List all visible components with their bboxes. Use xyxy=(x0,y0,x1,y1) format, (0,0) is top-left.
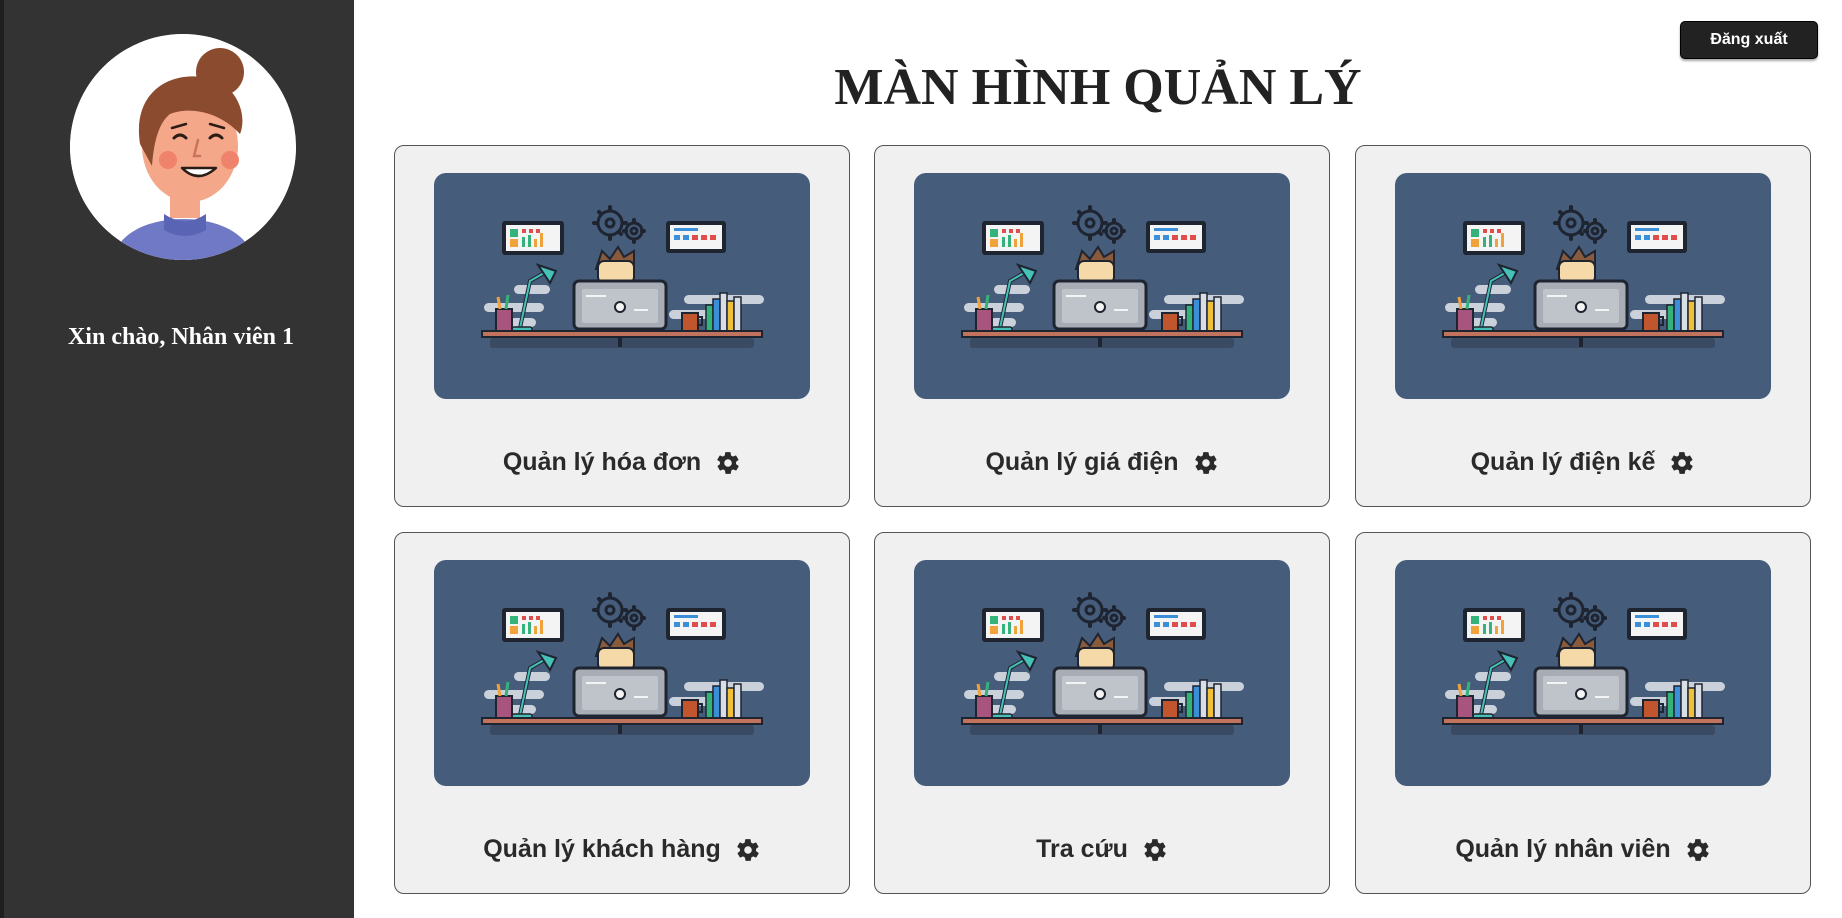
card-caption: Quản lý khách hàng xyxy=(395,835,849,864)
card-label: Quản lý khách hàng xyxy=(483,835,721,863)
card-electricity-price-management[interactable]: Quản lý giá điện xyxy=(874,145,1330,507)
card-caption: Tra cứu xyxy=(875,835,1329,864)
card-staff-management[interactable]: Quản lý nhân viên xyxy=(1355,532,1811,894)
card-lookup[interactable]: Tra cứu xyxy=(874,532,1330,894)
gear-icon xyxy=(735,837,761,863)
office-illustration xyxy=(1395,173,1771,399)
gear-icon xyxy=(1142,837,1168,863)
office-illustration xyxy=(434,560,810,786)
card-caption: Quản lý giá điện xyxy=(875,448,1329,477)
card-caption: Quản lý nhân viên xyxy=(1356,835,1810,864)
office-illustration xyxy=(914,560,1290,786)
card-label: Quản lý giá điện xyxy=(985,448,1179,476)
card-customer-management[interactable]: Quản lý khách hàng xyxy=(394,532,850,894)
office-illustration xyxy=(914,173,1290,399)
card-label: Quản lý hóa đơn xyxy=(502,448,702,476)
card-invoice-management[interactable]: Quản lý hóa đơn xyxy=(394,145,850,507)
card-label: Tra cứu xyxy=(1036,835,1128,863)
avatar xyxy=(70,34,296,260)
card-caption: Quản lý điện kế xyxy=(1356,448,1810,477)
sidebar: Xin chào, Nhân viên 1 xyxy=(0,0,354,918)
gear-icon xyxy=(1669,450,1695,476)
card-label: Quản lý nhân viên xyxy=(1455,835,1671,863)
logout-button[interactable]: Đăng xuất xyxy=(1680,21,1818,59)
office-illustration xyxy=(1395,560,1771,786)
card-label: Quản lý điện kế xyxy=(1470,448,1656,476)
gear-icon xyxy=(1193,450,1219,476)
card-caption: Quản lý hóa đơn xyxy=(395,448,849,477)
main-content: Đăng xuất MÀN HÌNH QUẢN LÝ Quản lý hóa đ… xyxy=(354,0,1842,918)
page-title: MÀN HÌNH QUẢN LÝ xyxy=(834,59,1362,116)
gear-icon xyxy=(715,450,741,476)
gear-icon xyxy=(1685,837,1711,863)
card-meter-management[interactable]: Quản lý điện kế xyxy=(1355,145,1811,507)
office-illustration xyxy=(434,173,810,399)
greeting-text: Xin chào, Nhân viên 1 xyxy=(67,324,295,350)
